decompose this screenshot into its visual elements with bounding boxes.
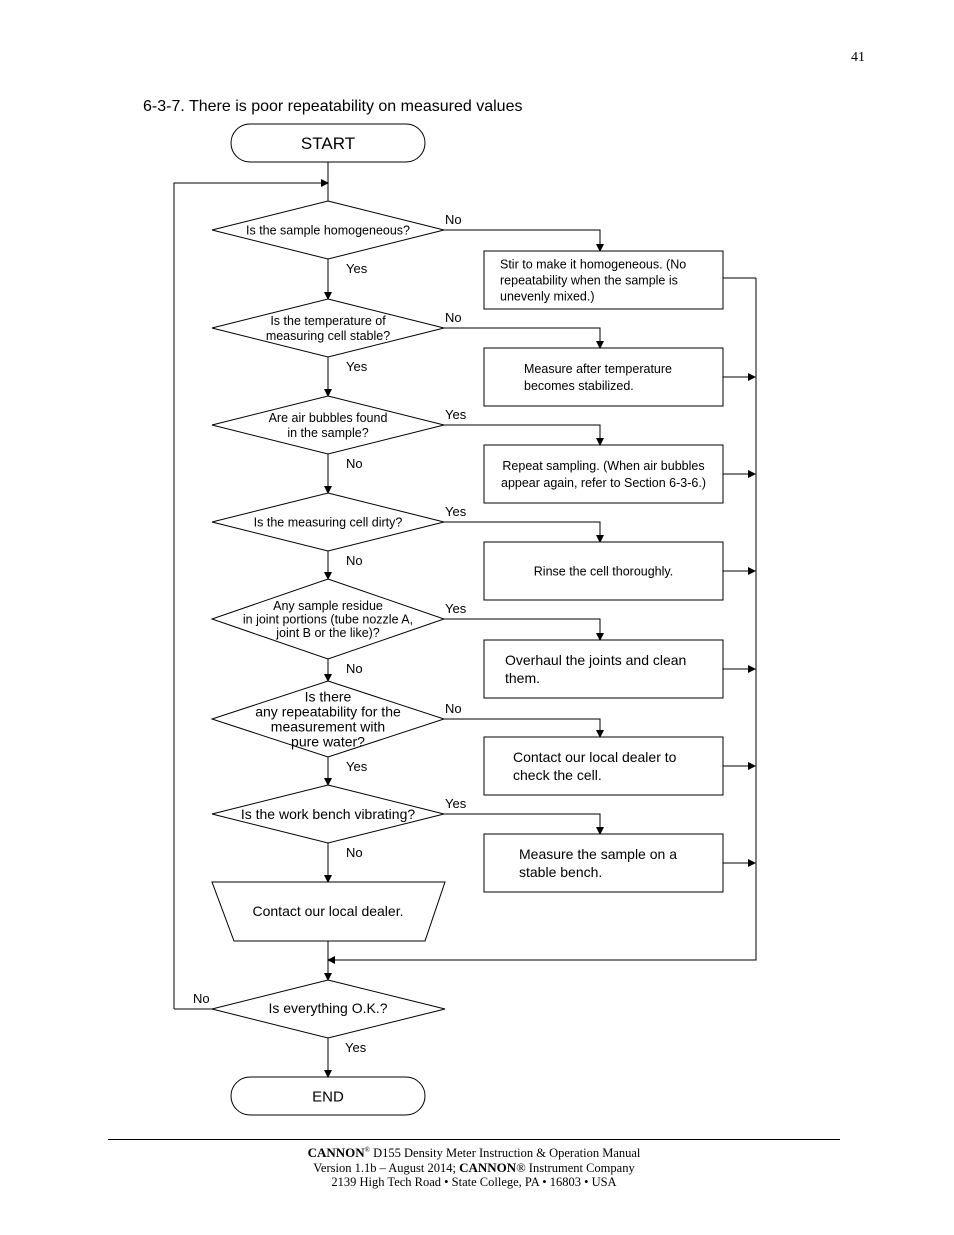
down-label-4: No	[346, 553, 363, 568]
manual-step-label-line: Contact our local dealer.	[253, 903, 404, 919]
start-label-line: START	[301, 134, 355, 153]
decision-2-line: measuring cell stable?	[266, 329, 390, 343]
decision-3-line: Are air bubbles found	[269, 411, 388, 425]
decision-6-line: pure water?	[291, 733, 365, 749]
footer-line-2: Version 1.1b – August 2014; CANNON® Inst…	[108, 1159, 840, 1176]
decision-diamond-7	[211, 784, 445, 844]
action-6-line: Contact our local dealer to	[513, 749, 677, 765]
action-4-line: Rinse the cell thoroughly.	[534, 564, 673, 578]
down-label-6: Yes	[346, 759, 368, 774]
manual-step	[211, 881, 446, 942]
branch-label-3: Yes	[445, 407, 467, 422]
decision-3-line: in the sample?	[287, 426, 368, 440]
decision-1-line: Is the sample homogeneous?	[246, 223, 410, 237]
registered-mark: ®	[364, 1146, 370, 1154]
down-label-1: Yes	[346, 261, 368, 276]
decision-diamond-3	[211, 395, 445, 455]
branch-label-2: No	[445, 310, 462, 325]
action-3-line: Repeat sampling. (When air bubbles	[502, 459, 704, 473]
action-6-line: check the cell.	[513, 767, 602, 783]
decision-4-line: Is the measuring cell dirty?	[254, 515, 403, 529]
final-yes-label: Yes	[345, 1040, 367, 1055]
action-1-line: repeatability when the sample is	[500, 273, 678, 287]
action-3-line: appear again, refer to Section 6-3-6.)	[501, 476, 706, 490]
action-box-6	[483, 736, 724, 796]
decision-diamond-4	[211, 492, 445, 552]
branch-connector-5	[444, 618, 604, 641]
action-box-4	[483, 541, 724, 601]
footer-brand-2: CANNON	[459, 1159, 517, 1175]
down-label-7: No	[346, 845, 363, 860]
return-rail	[327, 278, 757, 964]
end-terminal	[230, 1076, 426, 1116]
branch-connector-4	[444, 521, 604, 543]
action-1-line: Stir to make it homogeneous. (No	[500, 257, 686, 271]
action-7-line: Measure the sample on a	[519, 846, 677, 862]
footer-line-3: 2139 High Tech Road • State College, PA …	[331, 1175, 617, 1190]
page-number: 41	[851, 50, 865, 65]
down-label-5: No	[346, 661, 363, 676]
footer-rule	[108, 1139, 840, 1140]
branch-connector-6	[444, 718, 604, 738]
down-label-2: Yes	[346, 359, 368, 374]
decision-diamond-5	[210, 578, 446, 660]
action-7-line: stable bench.	[519, 864, 602, 880]
action-5-line: them.	[505, 670, 540, 686]
branch-label-7: Yes	[445, 796, 467, 811]
decision-6-line: any repeatability for the	[255, 703, 401, 719]
decision-7-line: Is the work bench vibrating?	[241, 806, 416, 822]
branch-connector-1	[444, 229, 604, 252]
action-box-3	[483, 444, 724, 504]
branch-connector-2	[444, 327, 604, 349]
action-box-5	[483, 639, 724, 699]
loop-back-connector	[173, 179, 329, 1009]
decision-diamond-2	[211, 298, 445, 358]
decision-6-line: Is there	[305, 688, 352, 704]
down-label-3: No	[346, 456, 363, 471]
branch-connector-7	[444, 813, 604, 835]
action-1-line: unevenly mixed.)	[500, 289, 595, 303]
action-5-line: Overhaul the joints and clean	[505, 652, 686, 668]
decision-5-line: joint B or the like)?	[275, 626, 380, 640]
final-no-label: No	[193, 991, 210, 1006]
section-title: 6-3-7. There is poor repeatability on me…	[143, 98, 523, 115]
final-decision-label-line: Is everything O.K.?	[268, 1000, 387, 1016]
action-box-2	[483, 347, 724, 407]
end-label-line: END	[312, 1088, 344, 1105]
branch-label-4: Yes	[445, 504, 467, 519]
footer-brand: CANNON	[307, 1145, 365, 1161]
footer: CANNON® D155 Density Meter Instruction &…	[108, 1143, 840, 1190]
footer-manual-title: D155 Density Meter Instruction & Operati…	[369, 1146, 641, 1161]
branch-label-1: No	[445, 212, 462, 227]
final-decision-diamond	[211, 979, 446, 1039]
action-2-line: Measure after temperature	[524, 362, 672, 376]
action-box-7	[483, 833, 724, 893]
branch-connector-3	[444, 424, 604, 446]
branch-label-5: Yes	[445, 601, 467, 616]
decision-5-line: in joint portions (tube nozzle A,	[243, 612, 413, 626]
decision-5-line: Any sample residue	[273, 599, 383, 613]
decision-2-line: Is the temperature of	[270, 314, 386, 328]
decision-6-line: measurement with	[271, 718, 385, 734]
footer-company: ® Instrument Company	[516, 1160, 635, 1175]
start-terminal	[230, 123, 426, 163]
decision-diamond-1	[211, 200, 445, 260]
footer-version: Version 1.1b – August 2014;	[313, 1160, 460, 1175]
footer-line-1: CANNON® D155 Density Meter Instruction &…	[108, 1143, 840, 1161]
decision-diamond-6	[210, 680, 446, 758]
branch-label-6: No	[445, 701, 462, 716]
action-2-line: becomes stabilized.	[524, 379, 634, 393]
action-box-1	[483, 250, 724, 310]
